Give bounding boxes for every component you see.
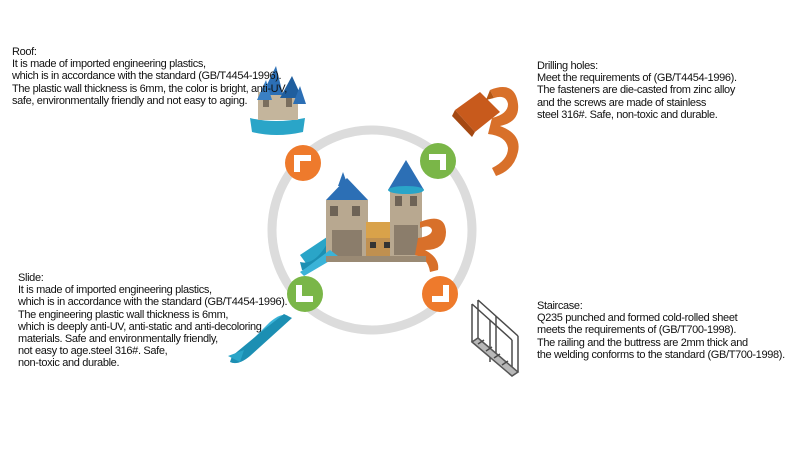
arrow-icon-top-left bbox=[285, 145, 321, 181]
drilling-holes-heading: Drilling holes: bbox=[537, 60, 598, 72]
staircase-line: meets the requirements of (GB/T700-1998)… bbox=[537, 324, 737, 337]
drilling-holes-line: Meet the requirements of (GB/T4454-1996)… bbox=[537, 72, 737, 85]
slide-line: It is made of imported engineering plast… bbox=[18, 284, 212, 297]
roof-heading: Roof: bbox=[12, 46, 37, 58]
staircase-description: Staircase: Q235 punched and formed cold-… bbox=[537, 300, 785, 361]
drilling-holes-image bbox=[452, 87, 519, 176]
arrow-icon-top-right bbox=[420, 143, 456, 179]
drilling-holes-line: steel 316#. Safe, non-toxic and durable. bbox=[537, 108, 718, 121]
slide-description: Slide: It is made of imported engineerin… bbox=[18, 272, 288, 370]
roof-line: safe, environmentally friendly and not e… bbox=[12, 94, 248, 107]
roof-line: It is made of imported engineering plast… bbox=[12, 58, 206, 71]
staircase-line: Q235 punched and formed cold-rolled shee… bbox=[537, 312, 738, 325]
drilling-holes-line: The fasteners are die-casted from zinc a… bbox=[537, 84, 735, 97]
staircase-image bbox=[470, 299, 520, 377]
staircase-heading: Staircase: bbox=[537, 300, 583, 312]
arrow-icon-bottom-left bbox=[287, 276, 323, 312]
staircase-line: the welding conforms to the standard (GB… bbox=[537, 348, 785, 361]
slide-line: materials. Safe and environmentally frie… bbox=[18, 333, 218, 346]
roof-image bbox=[250, 66, 306, 135]
playground-castle-image bbox=[300, 160, 446, 276]
slide-line: which is in accordance with the standard… bbox=[18, 296, 288, 309]
drilling-holes-line: and the screws are made of stainless bbox=[537, 96, 706, 109]
center-ring bbox=[267, 125, 477, 335]
slide-image bbox=[228, 314, 292, 364]
arrow-icon-bottom-right bbox=[422, 276, 458, 312]
roof-line: which is in accordance with the standard… bbox=[12, 70, 282, 83]
slide-heading: Slide: bbox=[18, 272, 44, 284]
staircase-line: The railing and the buttress are 2mm thi… bbox=[537, 336, 748, 349]
slide-line: which is deeply anti-UV, anti-static and… bbox=[18, 320, 262, 333]
drilling-holes-description: Drilling holes: Meet the requirements of… bbox=[537, 60, 737, 121]
roof-description: Roof: It is made of imported engineering… bbox=[12, 46, 287, 107]
slide-line: The engineering plastic wall thickness i… bbox=[18, 308, 229, 321]
illustration-layer bbox=[228, 66, 520, 377]
roof-line: The plastic wall thickness is 6mm, the c… bbox=[12, 82, 287, 95]
slide-line: not easy to age.steel 316#. Safe, bbox=[18, 345, 168, 358]
slide-line: non-toxic and durable. bbox=[18, 357, 120, 370]
